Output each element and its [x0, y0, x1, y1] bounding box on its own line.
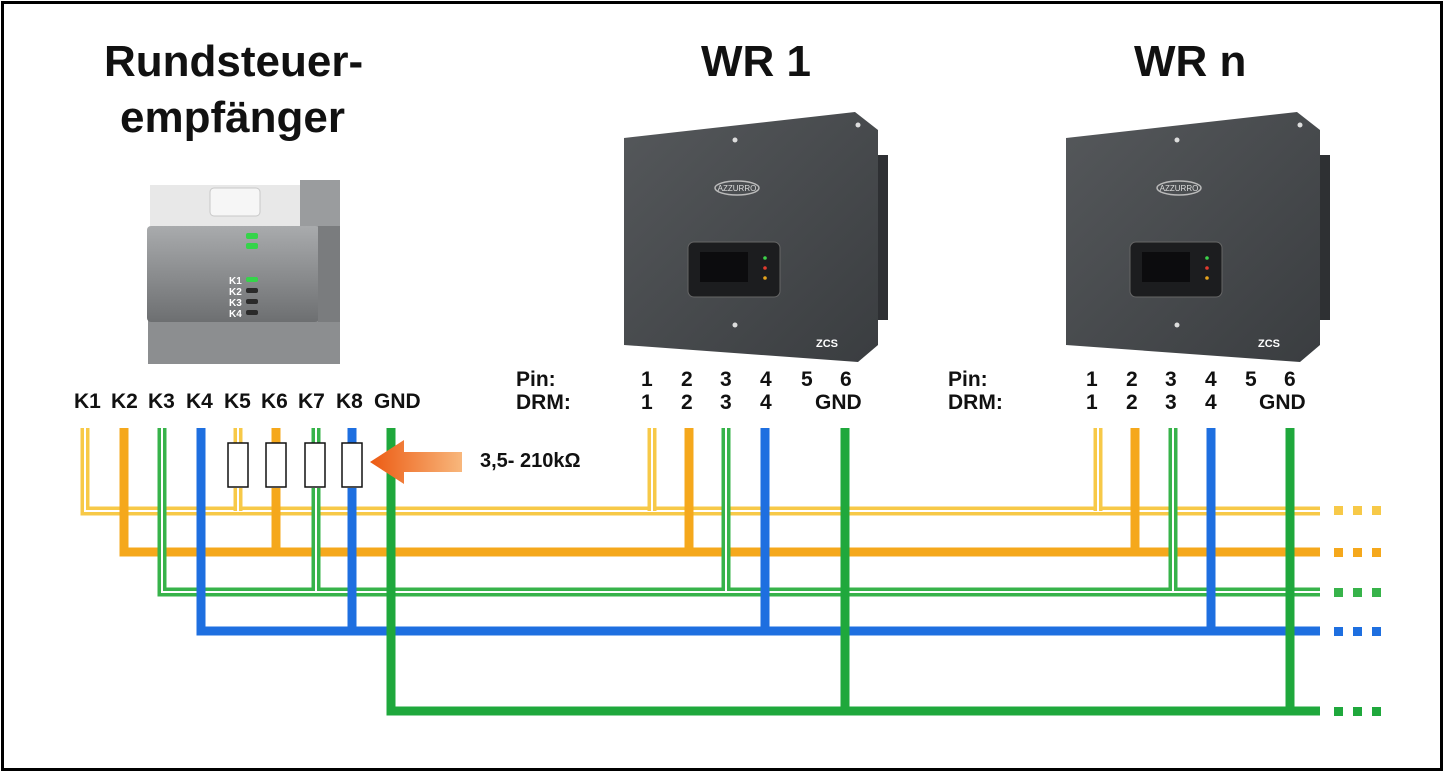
- inverter-n-drm-4: 4: [1205, 391, 1217, 414]
- inverter-n-drm-label: DRM:: [948, 391, 1003, 414]
- inverter-n-pin-6: 6: [1284, 368, 1296, 391]
- inverter1-drm-4: 4: [760, 391, 772, 414]
- resistor-value-label: 3,5- 210kΩ: [480, 450, 581, 472]
- inverter-n-pin-5: 5: [1245, 368, 1257, 391]
- receiver-title-line1: Rundsteuer-: [104, 37, 364, 86]
- terminal-k4: K4: [186, 390, 213, 413]
- receiver-title-line2: empfänger: [120, 93, 345, 142]
- terminal-k3: K3: [148, 390, 175, 413]
- inverter-n-pin-4: 4: [1205, 368, 1217, 391]
- wire-k4-blue: [196, 428, 1320, 636]
- wires: [80, 428, 1381, 716]
- inverter-n-drm-1: 1: [1086, 391, 1098, 414]
- inverter1-brand: ZCS: [816, 338, 838, 350]
- terminal-gnd: GND: [374, 390, 421, 413]
- resistor-k7: [304, 442, 326, 488]
- inverter1-pin-1: 1: [641, 368, 653, 391]
- inverter-n-pin-label: Pin:: [948, 368, 988, 391]
- wire-k1-yellow: [80, 428, 1320, 516]
- inverter1-pin-4: 4: [760, 368, 772, 391]
- resistor-k6: [265, 442, 287, 488]
- resistor-k5: [227, 442, 249, 488]
- inverter1-pin-3: 3: [720, 368, 732, 391]
- resistor-arrow: [370, 440, 462, 484]
- inverter1-drm-3: 3: [720, 391, 732, 414]
- terminal-k1: K1: [74, 390, 101, 413]
- terminal-k2: K2: [111, 390, 138, 413]
- led-label-k4: K4: [229, 309, 242, 320]
- led-label-k1: K1: [229, 276, 242, 287]
- resistor-k8: [341, 442, 363, 488]
- led-label-k3: K3: [229, 298, 242, 309]
- inverter-n-pin-3: 3: [1165, 368, 1177, 391]
- inverter1-pin-5: 5: [801, 368, 813, 391]
- inverter1-device: AZZURRO ZCS: [624, 112, 888, 362]
- inverter-n-pin-1: 1: [1086, 368, 1098, 391]
- inverter-n-brand: ZCS: [1258, 338, 1280, 350]
- inverter1-pin-6: 6: [840, 368, 852, 391]
- inverter-n-drm-gnd: GND: [1259, 391, 1306, 414]
- inverter1-pin-2: 2: [681, 368, 693, 391]
- receiver-device: K1 K2 K3 K4: [147, 180, 340, 364]
- inverter1-drm-2: 2: [681, 391, 693, 414]
- wire-gnd-green: [386, 428, 1320, 716]
- continuation-dots: [1334, 506, 1381, 716]
- inverter-n-pin-2: 2: [1126, 368, 1138, 391]
- inverter1-drm-label: DRM:: [516, 391, 571, 414]
- terminal-k7: K7: [298, 390, 325, 413]
- inverter-n-logo: AZZURRO: [1160, 184, 1199, 193]
- inverter1-pin-label: Pin:: [516, 368, 556, 391]
- wire-k2-orange: [119, 428, 1320, 557]
- inverter-n-device: AZZURRO ZCS: [1066, 112, 1330, 362]
- inverter1-logo: AZZURRO: [718, 184, 757, 193]
- inverter-n-title: WR n: [1134, 37, 1247, 86]
- wire-k3-green: [157, 428, 1320, 597]
- inverter1-title: WR 1: [701, 37, 811, 86]
- led-label-k2: K2: [229, 287, 242, 298]
- inverter1-drm-gnd: GND: [815, 391, 862, 414]
- terminal-k8: K8: [336, 390, 363, 413]
- inverter-n-drm-2: 2: [1126, 391, 1138, 414]
- terminal-k5: K5: [224, 390, 251, 413]
- terminal-k6: K6: [261, 390, 288, 413]
- inverter-n-drm-3: 3: [1165, 391, 1177, 414]
- inverter1-drm-1: 1: [641, 391, 653, 414]
